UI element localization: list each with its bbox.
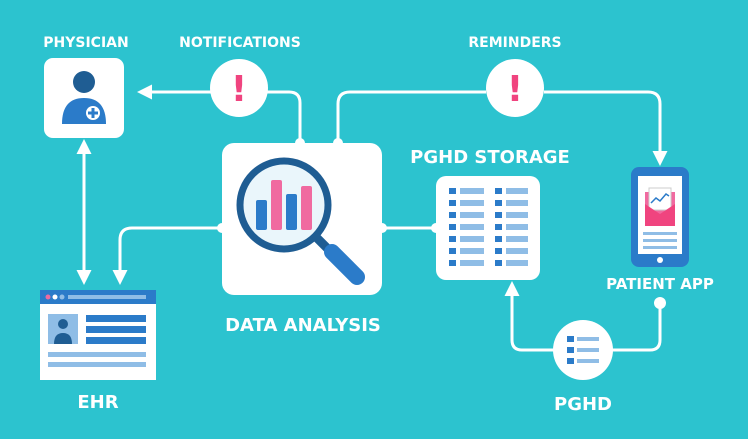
- connector-app-to-pghd: [610, 305, 662, 352]
- exclamation-icon: !: [231, 69, 247, 110]
- label-notifications: NOTIFICATIONS: [179, 35, 301, 51]
- label-pghd: PGHD: [554, 394, 612, 415]
- label-physician: PHYSICIAN: [43, 35, 128, 51]
- magnifier-chart-icon: [236, 157, 365, 285]
- connector-analysis-to-app: [336, 90, 660, 163]
- record-window-icon: [48, 314, 146, 367]
- notification-bubble: !: [210, 59, 268, 117]
- data-list-icon: [449, 188, 528, 266]
- reminder-bubble: !: [486, 59, 544, 117]
- pghd-storage-card: [436, 176, 540, 280]
- connector-analysis-to-physician: [140, 92, 302, 143]
- label-ehr: EHR: [77, 392, 118, 413]
- list-icon: [567, 336, 599, 364]
- physician-card: [44, 58, 124, 138]
- ehr-window: [40, 290, 156, 380]
- label-data-analysis: DATA ANALYSIS: [225, 315, 381, 336]
- data-analysis-card: [222, 143, 382, 295]
- patient-app-phone: [631, 167, 689, 267]
- pghd-bubble: [553, 320, 613, 380]
- physician-icon: [62, 71, 106, 124]
- exclamation-icon: !: [507, 69, 523, 110]
- connectors: [76, 90, 662, 352]
- smartphone-envelope-icon: [643, 187, 677, 249]
- label-pghd-storage: PGHD STORAGE: [410, 147, 570, 168]
- label-patient-app: PATIENT APP: [606, 275, 714, 293]
- label-reminders: REMINDERS: [468, 35, 561, 51]
- connector-analysis-to-ehr: [112, 226, 222, 285]
- connector-pghd-to-storage: [504, 281, 556, 352]
